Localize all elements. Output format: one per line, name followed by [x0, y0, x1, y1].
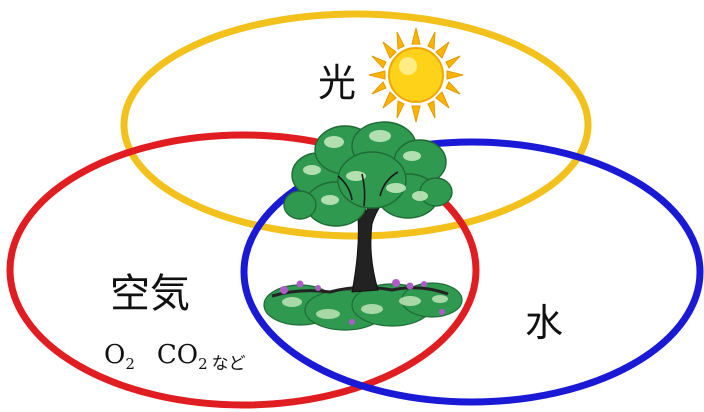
water-label: 水: [525, 301, 563, 345]
sun-icon: [369, 28, 463, 122]
light-label: 光: [318, 61, 356, 105]
oxygen-subscript: 2: [125, 355, 135, 373]
carbon-dioxide-subscript: 2: [198, 355, 208, 373]
carbon-dioxide-symbol: CO: [157, 340, 198, 370]
gases-suffix: など: [212, 354, 246, 374]
oxygen-symbol: O: [104, 340, 125, 370]
air-label: 空気: [110, 271, 190, 317]
tree-icon: [264, 122, 462, 330]
